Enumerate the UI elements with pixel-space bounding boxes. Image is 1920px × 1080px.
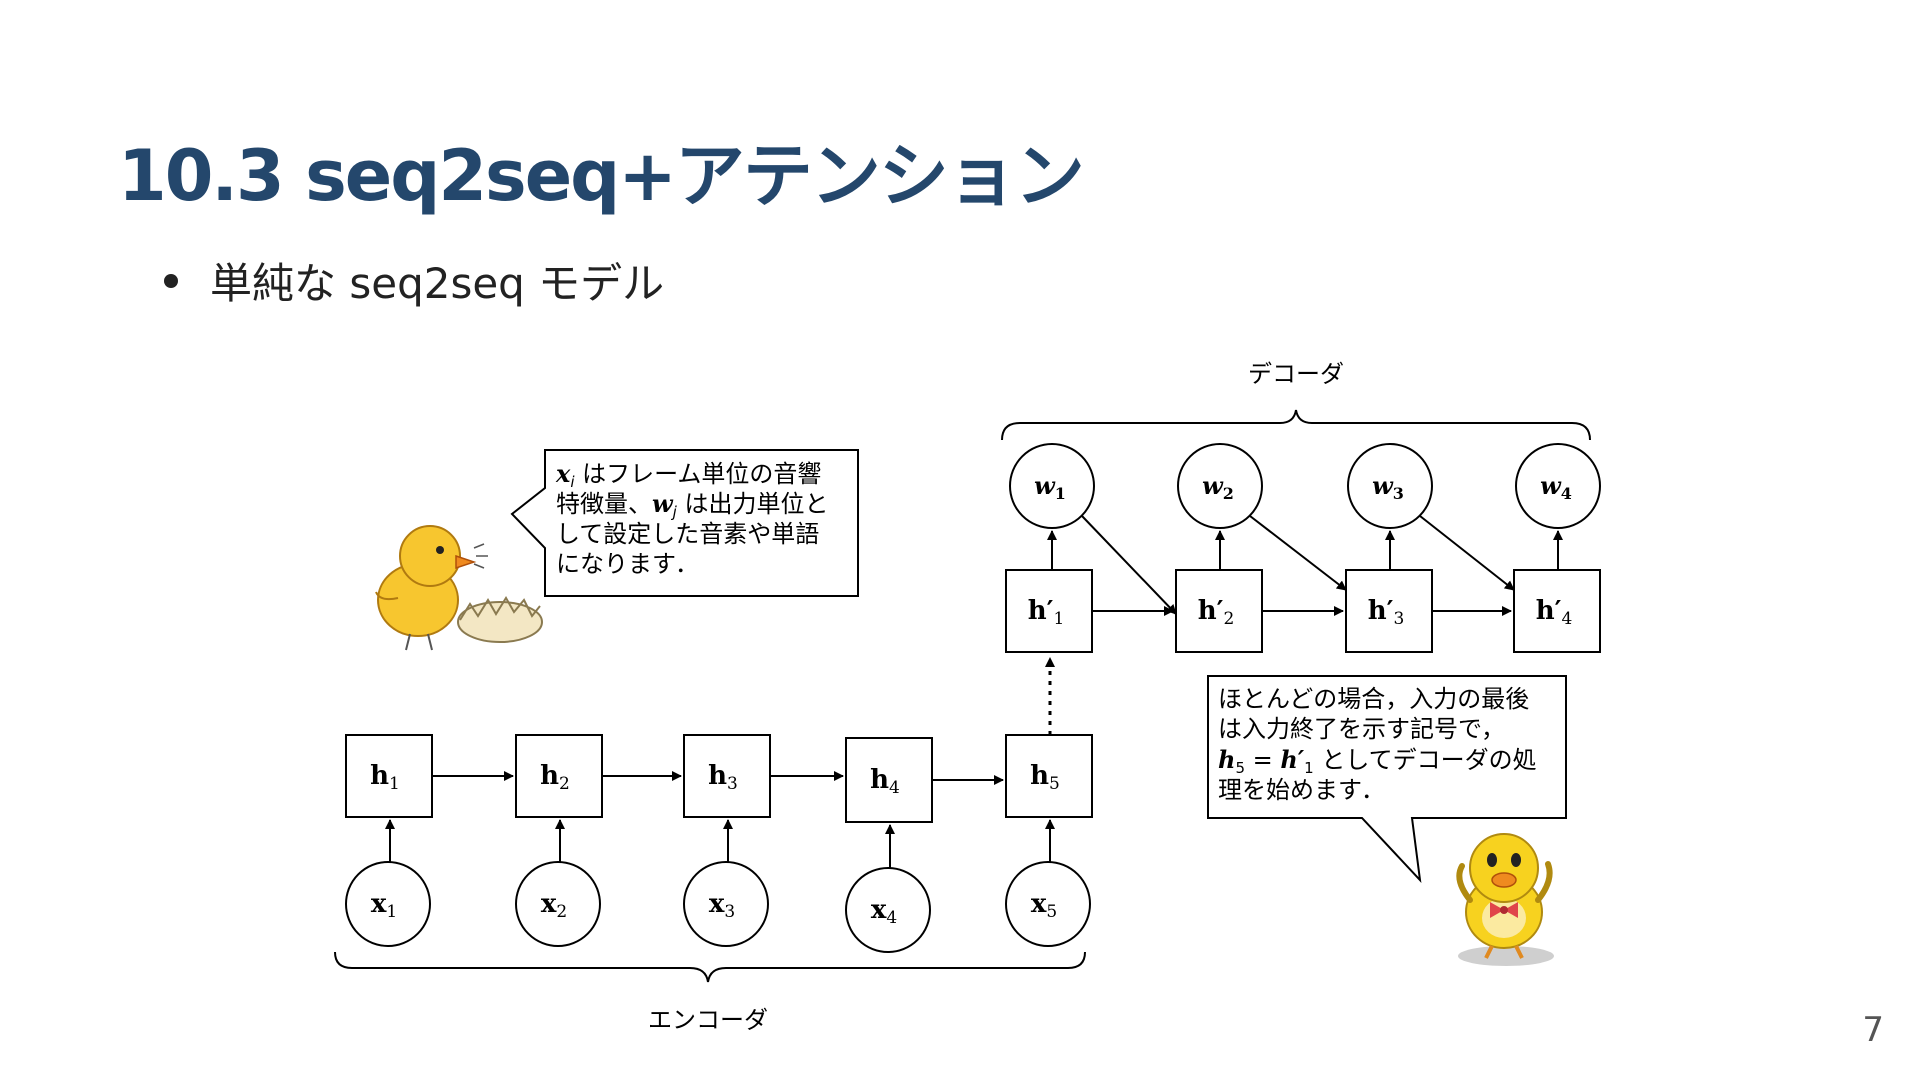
- page-number: 7: [1862, 1010, 1884, 1050]
- h3-sub: 3: [727, 774, 738, 794]
- bullet-text: 単純な seq2seq モデル: [210, 259, 665, 308]
- x1-sub: 1: [386, 902, 397, 922]
- slide-title: 10.3 seq2seq+アテンション: [118, 135, 1085, 217]
- w4-sub: 4: [1561, 484, 1572, 503]
- svg-text:h′2: h′2: [1198, 596, 1235, 629]
- h3-base: h: [708, 761, 727, 791]
- h1-base: h: [370, 761, 389, 791]
- h5-sub: 5: [1049, 774, 1060, 794]
- svg-text:h2: h2: [540, 761, 570, 794]
- callout-left-box: [510, 449, 859, 597]
- x5-sub: 5: [1046, 902, 1057, 922]
- svg-text:h′1: h′1: [1028, 596, 1065, 629]
- w1-base: w: [1034, 471, 1056, 500]
- encoder-state-h1: h1: [345, 734, 433, 818]
- decoder-state-hp1: h′1: [1005, 569, 1093, 653]
- hp2-sub: 2: [1223, 609, 1234, 629]
- w3-base: w: [1372, 471, 1394, 500]
- encoder-brace: [334, 951, 1086, 983]
- x4-base: x: [871, 895, 887, 925]
- encoder-label: エンコーダ: [648, 1006, 768, 1034]
- x4-sub: 4: [886, 908, 897, 928]
- svg-text:x4: x4: [871, 895, 897, 928]
- callout-left-text: xi はフレーム単位の音響 特徴量、wj は出力単位と して設定した音素や単語 …: [555, 459, 836, 578]
- bullet-item: 単純な seq2seq モデル: [158, 250, 664, 311]
- svg-text:w4: w4: [1540, 471, 1572, 503]
- decoder-brace: [1001, 409, 1591, 441]
- decoder-output-w1: w1: [1009, 443, 1095, 529]
- svg-text:x1: x1: [371, 889, 397, 922]
- x2-base: x: [541, 889, 557, 919]
- hp4-sub: 4: [1561, 609, 1572, 629]
- svg-text:h1: h1: [370, 761, 400, 794]
- svg-text:w3: w3: [1372, 471, 1404, 503]
- arrow-w1-hp2: [1081, 515, 1177, 615]
- h2-base: h: [540, 761, 559, 791]
- svg-text:x3: x3: [709, 889, 735, 922]
- svg-text:x5: x5: [1031, 889, 1057, 922]
- h2-sub: 2: [559, 774, 570, 794]
- w2-base: w: [1202, 471, 1224, 500]
- svg-text:h′3: h′3: [1368, 596, 1405, 629]
- encoder-state-h3: h3: [683, 734, 771, 818]
- h4-sub: 4: [889, 778, 900, 798]
- h1-sub: 1: [389, 774, 400, 794]
- w2-sub: 2: [1223, 484, 1234, 503]
- w3-sub: 3: [1393, 484, 1404, 503]
- encoder-state-h2: h2: [515, 734, 603, 818]
- w1-sub: 1: [1055, 484, 1066, 503]
- encoder-input-x4: x4: [845, 867, 931, 953]
- svg-text:h5: h5: [1030, 761, 1060, 794]
- encoder-state-h5: h5: [1005, 734, 1093, 818]
- arrow-w2-hp3: [1249, 515, 1347, 591]
- decoder-output-w2: w2: [1177, 443, 1263, 529]
- x1-base: x: [371, 889, 387, 919]
- hp1-sub: 1: [1053, 609, 1064, 629]
- hp3-base: h′: [1368, 596, 1394, 626]
- x3-sub: 3: [724, 902, 735, 922]
- hp2-base: h′: [1198, 596, 1224, 626]
- decoder-output-w4: w4: [1515, 443, 1601, 529]
- x5-base: x: [1031, 889, 1047, 919]
- svg-text:h′4: h′4: [1536, 596, 1573, 629]
- encoder-state-h4: h4: [845, 737, 933, 823]
- decoder-output-w3: w3: [1347, 443, 1433, 529]
- callout-right-box: [1207, 675, 1567, 883]
- arrow-w3-hp4: [1419, 515, 1515, 591]
- decoder-label: デコーダ: [1248, 360, 1344, 388]
- decoder-state-hp3: h′3: [1345, 569, 1433, 653]
- chick-mascot-left-icon: [375, 525, 543, 651]
- encoder-input-x3: x3: [683, 861, 769, 947]
- decoder-state-hp4: h′4: [1513, 569, 1601, 653]
- callout-right-text: ほとんどの場合，入力の最後 は入力終了を示す記号で， h5 = h′1 としてデ…: [1218, 685, 1544, 804]
- svg-text:x2: x2: [541, 889, 567, 922]
- decoder-state-hp2: h′2: [1175, 569, 1263, 653]
- bullet-dot-icon: [164, 274, 178, 288]
- svg-text:h3: h3: [708, 761, 738, 794]
- chick-mascot-right-icon: [1456, 833, 1554, 966]
- hp1-base: h′: [1028, 596, 1054, 626]
- encoder-input-x1: x1: [345, 861, 431, 947]
- w4-base: w: [1540, 471, 1562, 500]
- h5-base: h: [1030, 761, 1049, 791]
- x3-base: x: [709, 889, 725, 919]
- hp3-sub: 3: [1393, 609, 1404, 629]
- bullet-list: 単純な seq2seq モデル: [158, 250, 664, 311]
- h4-base: h: [870, 765, 889, 795]
- svg-text:h4: h4: [870, 765, 900, 798]
- svg-text:w2: w2: [1202, 471, 1234, 503]
- encoder-input-x2: x2: [515, 861, 601, 947]
- encoder-input-x5: x5: [1005, 861, 1091, 947]
- svg-text:w1: w1: [1034, 471, 1066, 503]
- x2-sub: 2: [556, 902, 567, 922]
- hp4-base: h′: [1536, 596, 1562, 626]
